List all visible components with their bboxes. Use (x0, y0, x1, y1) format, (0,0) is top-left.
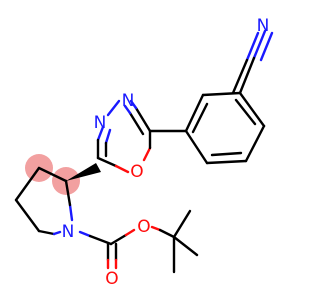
bond-benzene-2b (191, 102, 209, 134)
bond-n4-n3 (106, 99, 121, 117)
bond-pyr-1 (37, 166, 68, 183)
bonds (14, 29, 274, 274)
oxadiazole-o-label: O (130, 162, 143, 182)
bond-pyr-3 (14, 198, 41, 233)
bond-nitrile-n (252, 29, 267, 60)
bond-c-oester (109, 233, 128, 246)
carbonyl-o-label: O (105, 269, 118, 289)
bond-pyr-2 (14, 166, 41, 202)
nitrile-n-label: N (257, 16, 270, 36)
bond-o1-c5 (142, 146, 152, 162)
bond-benzene-6 (238, 91, 266, 128)
bond-benzene-3 (184, 129, 209, 165)
bond-nitrile-2 (245, 31, 260, 62)
bond-n3-c2b (104, 128, 112, 145)
pyrrolidine-n-label: N (62, 222, 75, 242)
bond-nitrile (238, 56, 256, 95)
bond-benzene-1 (201, 91, 242, 97)
oxadiazole-n4-label: N (122, 91, 135, 111)
bond-c-oester-o (124, 228, 136, 237)
bond-nitrile-c2 (231, 58, 249, 95)
bond-pyr-5-c (64, 179, 72, 207)
bond-c5-n4b (128, 111, 145, 136)
bond-pyr-4-n (52, 230, 62, 236)
bond-pyr-5 (68, 203, 74, 222)
bond-oester-tbu (158, 228, 176, 239)
bond-oester-tbu-o (150, 225, 162, 232)
bond-n-carbonyl (88, 234, 113, 246)
molecule-structure: N N N O N O O (14, 16, 274, 289)
bond-pyr-4 (37, 229, 56, 236)
atom-labels: N N N O N O O (62, 16, 270, 289)
bond-n-carbonyl-n (78, 230, 92, 238)
bond-tbu-me2 (172, 235, 199, 257)
bond-tbu-me1 (172, 209, 192, 239)
oxadiazole-n3-label: N (94, 113, 107, 133)
ester-o-label: O (137, 217, 150, 237)
bond-nitrile-3 (259, 31, 274, 62)
stereo-wedge (66, 163, 101, 181)
bond-c2-o1 (96, 156, 118, 168)
bond-benzene-4b (210, 151, 243, 157)
bond-c5-n4b-n (123, 104, 132, 115)
bond-c2-o1-o (114, 164, 130, 174)
bond-benzene-6b (234, 98, 257, 126)
bond-benzene-2 (184, 93, 205, 133)
bond-benzene-4 (205, 159, 248, 165)
bond-c5-n4-n (129, 99, 138, 110)
bond-c5-n4 (134, 106, 152, 133)
bond-n3-c2 (96, 125, 105, 142)
bond-benzene-5 (244, 124, 266, 163)
